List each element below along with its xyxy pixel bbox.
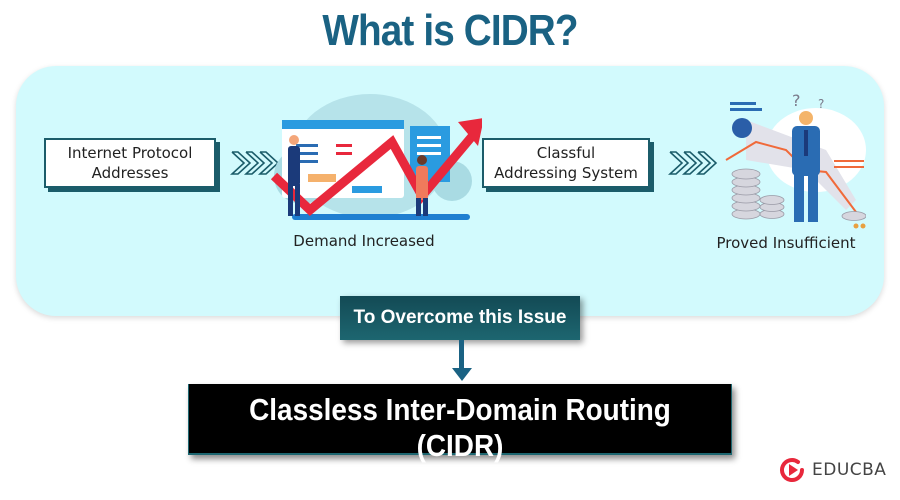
demand-increased-caption: Demand Increased — [293, 232, 435, 250]
classful-addressing-box: Classful Addressing System — [482, 138, 650, 188]
box-line: Internet Protocol — [67, 144, 193, 162]
demand-increased-illustration — [270, 94, 482, 220]
box-line: Addressing System — [494, 164, 638, 182]
educba-logo-icon — [780, 458, 804, 482]
flow-panel: Internet Protocol Addresses — [16, 66, 884, 316]
down-arrow-shaft — [459, 340, 464, 370]
svg-text:?: ? — [818, 97, 824, 111]
cidr-heading: Classless Inter-Domain Routing (CIDR) — [249, 392, 671, 463]
chevrons-icon — [668, 151, 718, 175]
proved-insufficient-illustration: ? ? — [725, 91, 866, 229]
overcome-issue-label: To Overcome this Issue — [340, 296, 580, 340]
svg-text:?: ? — [792, 91, 801, 110]
ip-addresses-box: Internet Protocol Addresses — [44, 138, 216, 188]
down-arrow-icon — [452, 368, 472, 381]
educba-logo: EDUCBA — [778, 456, 886, 484]
box-line: Classful — [536, 144, 596, 162]
brand-name: EDUCBA — [812, 460, 887, 480]
chevrons-icon — [230, 151, 280, 175]
cidr-subtext: was Introduced — [421, 466, 499, 477]
cidr-result-box: Classless Inter-Domain Routing (CIDR) wa… — [188, 384, 732, 477]
box-line: Addresses — [91, 164, 169, 182]
page-title: What is CIDR? — [322, 6, 578, 55]
proved-insufficient-caption: Proved Insufficient — [716, 234, 856, 252]
